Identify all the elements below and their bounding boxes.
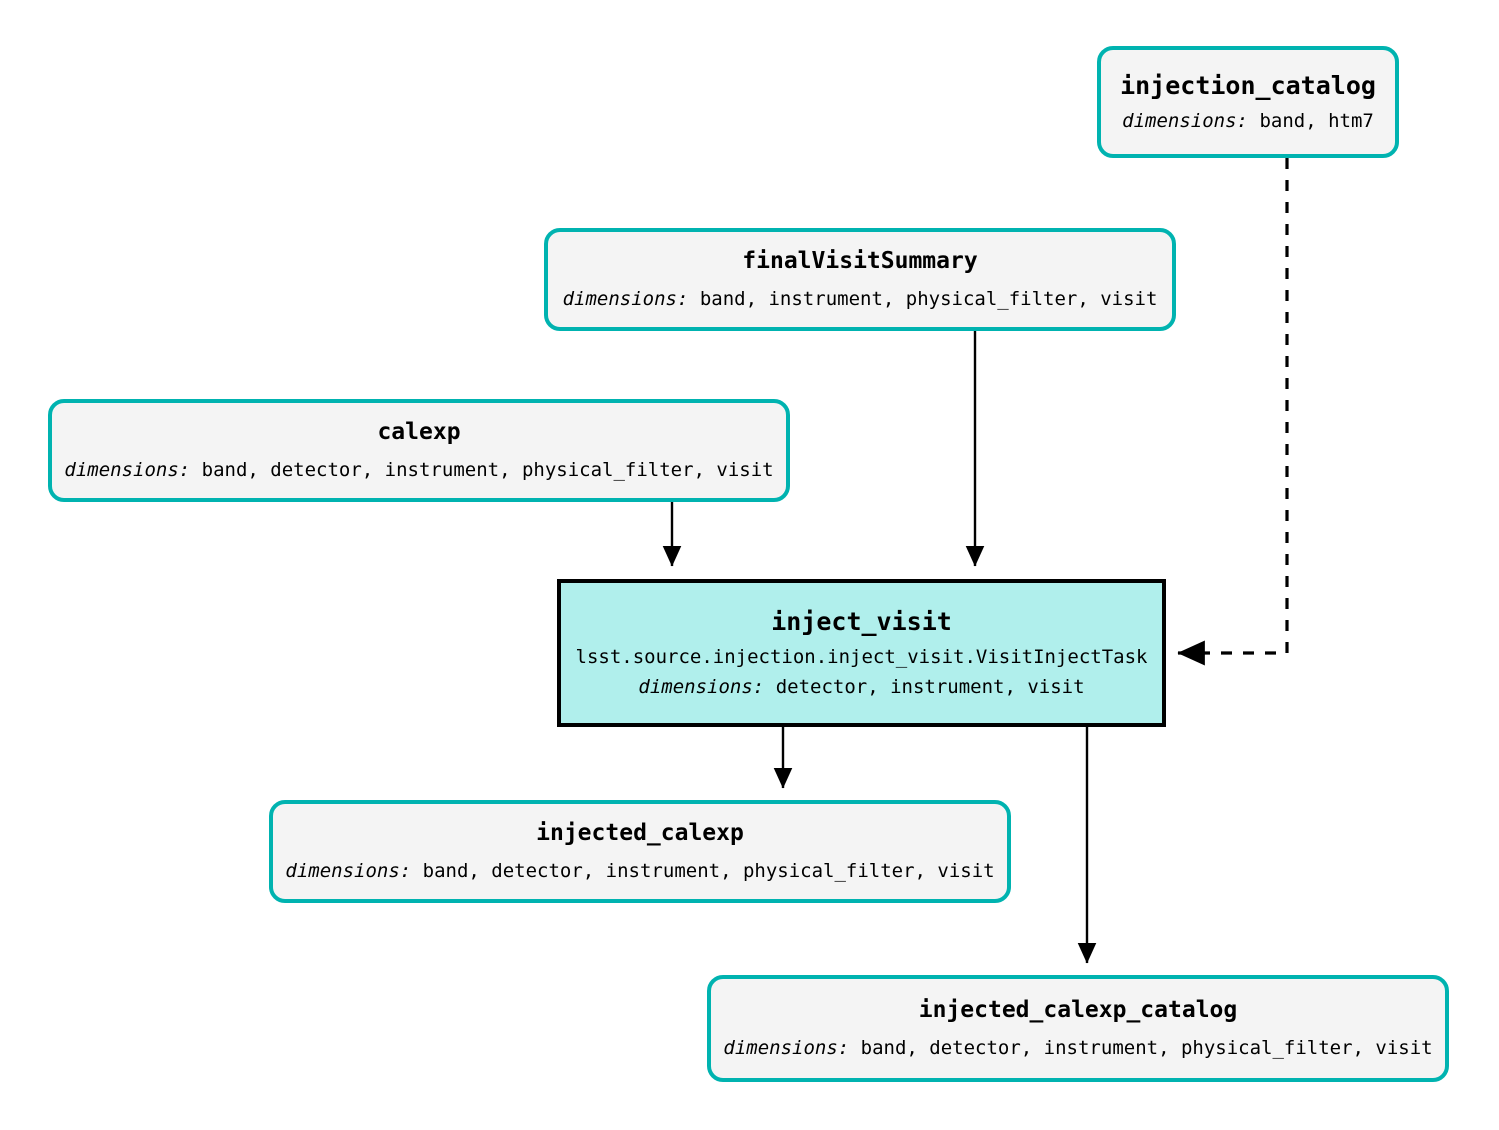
node-dimensions: dimensions: band, detector, instrument, … bbox=[285, 859, 995, 882]
node-title: inject_visit bbox=[771, 607, 952, 637]
dimensions-value: band, detector, instrument, physical_fil… bbox=[849, 1036, 1433, 1059]
dataset-node-injected-calexp-catalog[interactable]: injected_calexp_catalog dimensions: band… bbox=[707, 975, 1449, 1082]
dataset-node-injected-calexp[interactable]: injected_calexp dimensions: band, detect… bbox=[269, 800, 1011, 903]
node-title: injected_calexp_catalog bbox=[918, 997, 1238, 1024]
task-class-label: lsst.source.injection.inject_visit.Visit… bbox=[575, 645, 1148, 668]
dataset-node-finalvisitsummary[interactable]: finalVisitSummary dimensions: band, inst… bbox=[544, 228, 1176, 331]
dimensions-value: detector, instrument, visit bbox=[764, 675, 1085, 698]
node-title: injection_catalog bbox=[1120, 70, 1376, 100]
dimensions-label: dimensions: bbox=[285, 859, 412, 882]
dimensions-label: dimensions: bbox=[723, 1036, 850, 1059]
dimensions-value: band, detector, instrument, physical_fil… bbox=[411, 859, 995, 882]
node-dimensions: dimensions: detector, instrument, visit bbox=[638, 675, 1085, 698]
dimensions-value: band, htm7 bbox=[1248, 110, 1374, 133]
dataset-node-calexp[interactable]: calexp dimensions: band, detector, instr… bbox=[48, 399, 790, 502]
dataset-node-injection-catalog[interactable]: injection_catalog dimensions: band, htm7 bbox=[1097, 46, 1399, 158]
node-title: calexp bbox=[377, 419, 461, 446]
node-dimensions: dimensions: band, detector, instrument, … bbox=[723, 1036, 1433, 1059]
dimensions-label: dimensions: bbox=[1122, 110, 1248, 133]
node-dimensions: dimensions: band, detector, instrument, … bbox=[64, 458, 774, 481]
node-title: injected_calexp bbox=[536, 820, 744, 847]
dimensions-label: dimensions: bbox=[64, 458, 191, 481]
dimensions-label: dimensions: bbox=[562, 287, 689, 310]
node-dimensions: dimensions: band, instrument, physical_f… bbox=[562, 287, 1158, 310]
edge-injection_catalog-to-inject_visit bbox=[1177, 158, 1289, 666]
dimensions-value: band, instrument, physical_filter, visit bbox=[688, 287, 1158, 310]
dimensions-label: dimensions: bbox=[638, 675, 765, 698]
dimensions-value: band, detector, instrument, physical_fil… bbox=[190, 458, 774, 481]
node-dimensions: dimensions: band, htm7 bbox=[1122, 111, 1374, 132]
node-title: finalVisitSummary bbox=[742, 248, 978, 275]
task-node-inject-visit[interactable]: inject_visit lsst.source.injection.injec… bbox=[557, 579, 1166, 727]
